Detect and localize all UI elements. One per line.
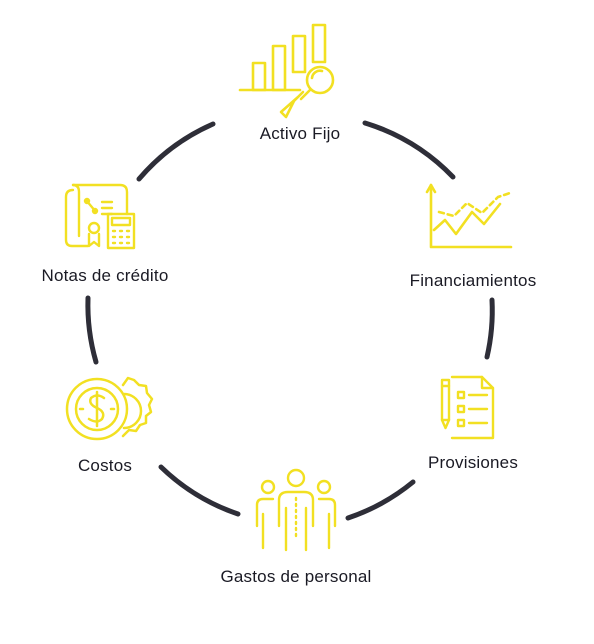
ring-arc-financiamientos-provisiones	[484, 297, 495, 360]
trend-line-chart-icon	[425, 183, 513, 249]
coin-gear-icon	[65, 376, 154, 441]
label-provisiones: Provisiones	[427, 453, 519, 472]
receipt-calculator-icon	[64, 183, 136, 250]
label-notas-de-credito: Notas de crédito	[41, 266, 169, 285]
ring-arc-notas-activo	[136, 121, 216, 182]
checklist-clipboard-icon	[440, 375, 495, 440]
label-activo-fijo: Activo Fijo	[259, 124, 341, 143]
people-group-icon	[255, 468, 337, 552]
ring-arc-activo-financiamientos	[362, 120, 456, 180]
ring	[85, 120, 495, 521]
ring-arc-gastos-costos	[158, 464, 241, 517]
label-costos: Costos	[77, 456, 133, 475]
label-financiamientos: Financiamientos	[409, 271, 537, 290]
label-gastos-de-personal: Gastos de personal	[220, 567, 372, 586]
ring-arc-costos-notas	[85, 295, 99, 365]
ring-arc-provisiones-gastos	[345, 479, 416, 521]
bar-chart-magnifier-icon	[238, 23, 335, 119]
